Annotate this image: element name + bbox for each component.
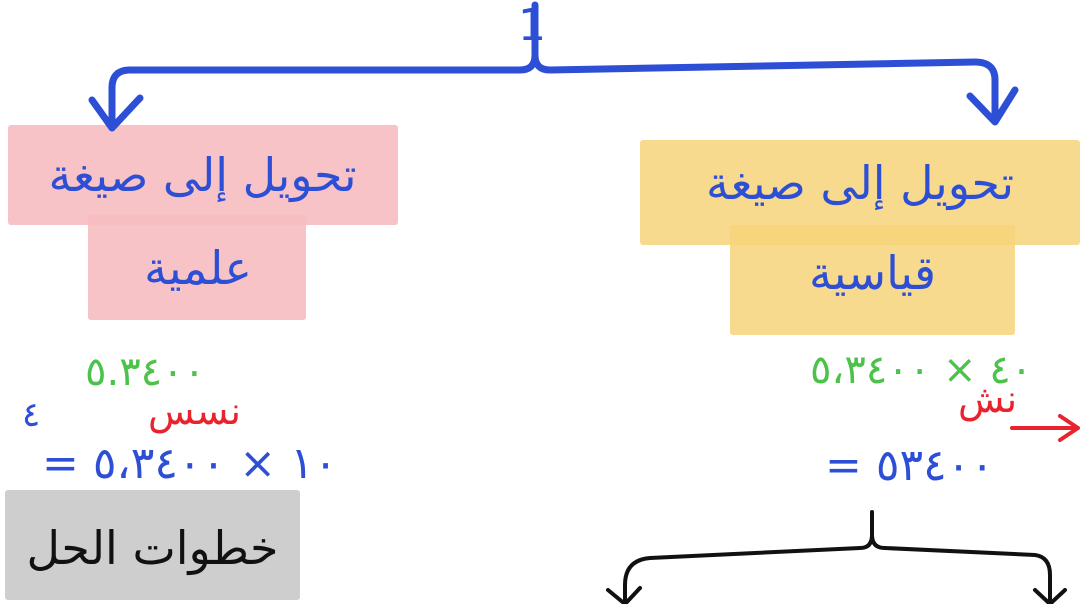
left-title-highlight bbox=[8, 125, 398, 225]
bottom-left-arrowhead bbox=[606, 586, 642, 604]
left-calc-result: ١٠ × ٥،٣٤٠٠ = bbox=[42, 438, 338, 489]
left-arrowhead bbox=[88, 94, 144, 132]
top-number: 1 bbox=[518, 0, 546, 51]
bottom-label-highlight bbox=[5, 490, 300, 600]
right-calc-step: نش bbox=[958, 377, 1018, 421]
left-title-line2: علمية bbox=[144, 241, 252, 295]
left-calc-step: نسس bbox=[148, 389, 241, 433]
right-title-line2: قياسية bbox=[809, 246, 936, 300]
right-step-arrow bbox=[1010, 414, 1080, 442]
bottom-right-arrowhead bbox=[1033, 588, 1067, 604]
right-calc-given: ٤٠ × ٥،٣٤٠٠ bbox=[810, 347, 1033, 393]
bottom-left-label: خطوات الحل bbox=[26, 521, 279, 575]
bottom-bracket-line bbox=[623, 510, 1052, 602]
right-calc-result: ٥٣٤٠٠ = bbox=[825, 440, 995, 491]
right-arrowhead bbox=[966, 86, 1019, 126]
left-calc-given: ٥.٣٤٠٠ bbox=[85, 349, 206, 395]
right-title-highlight bbox=[640, 140, 1080, 245]
top-bracket-line bbox=[108, 1, 999, 124]
left-title-line1: تحويل إلى صيغة bbox=[48, 148, 357, 202]
left-subtitle-highlight bbox=[88, 215, 306, 320]
right-title-line1: تحويل إلى صيغة bbox=[705, 156, 1015, 210]
right-subtitle-highlight bbox=[730, 225, 1015, 335]
left-calc-exponent: ٤ bbox=[22, 395, 41, 435]
